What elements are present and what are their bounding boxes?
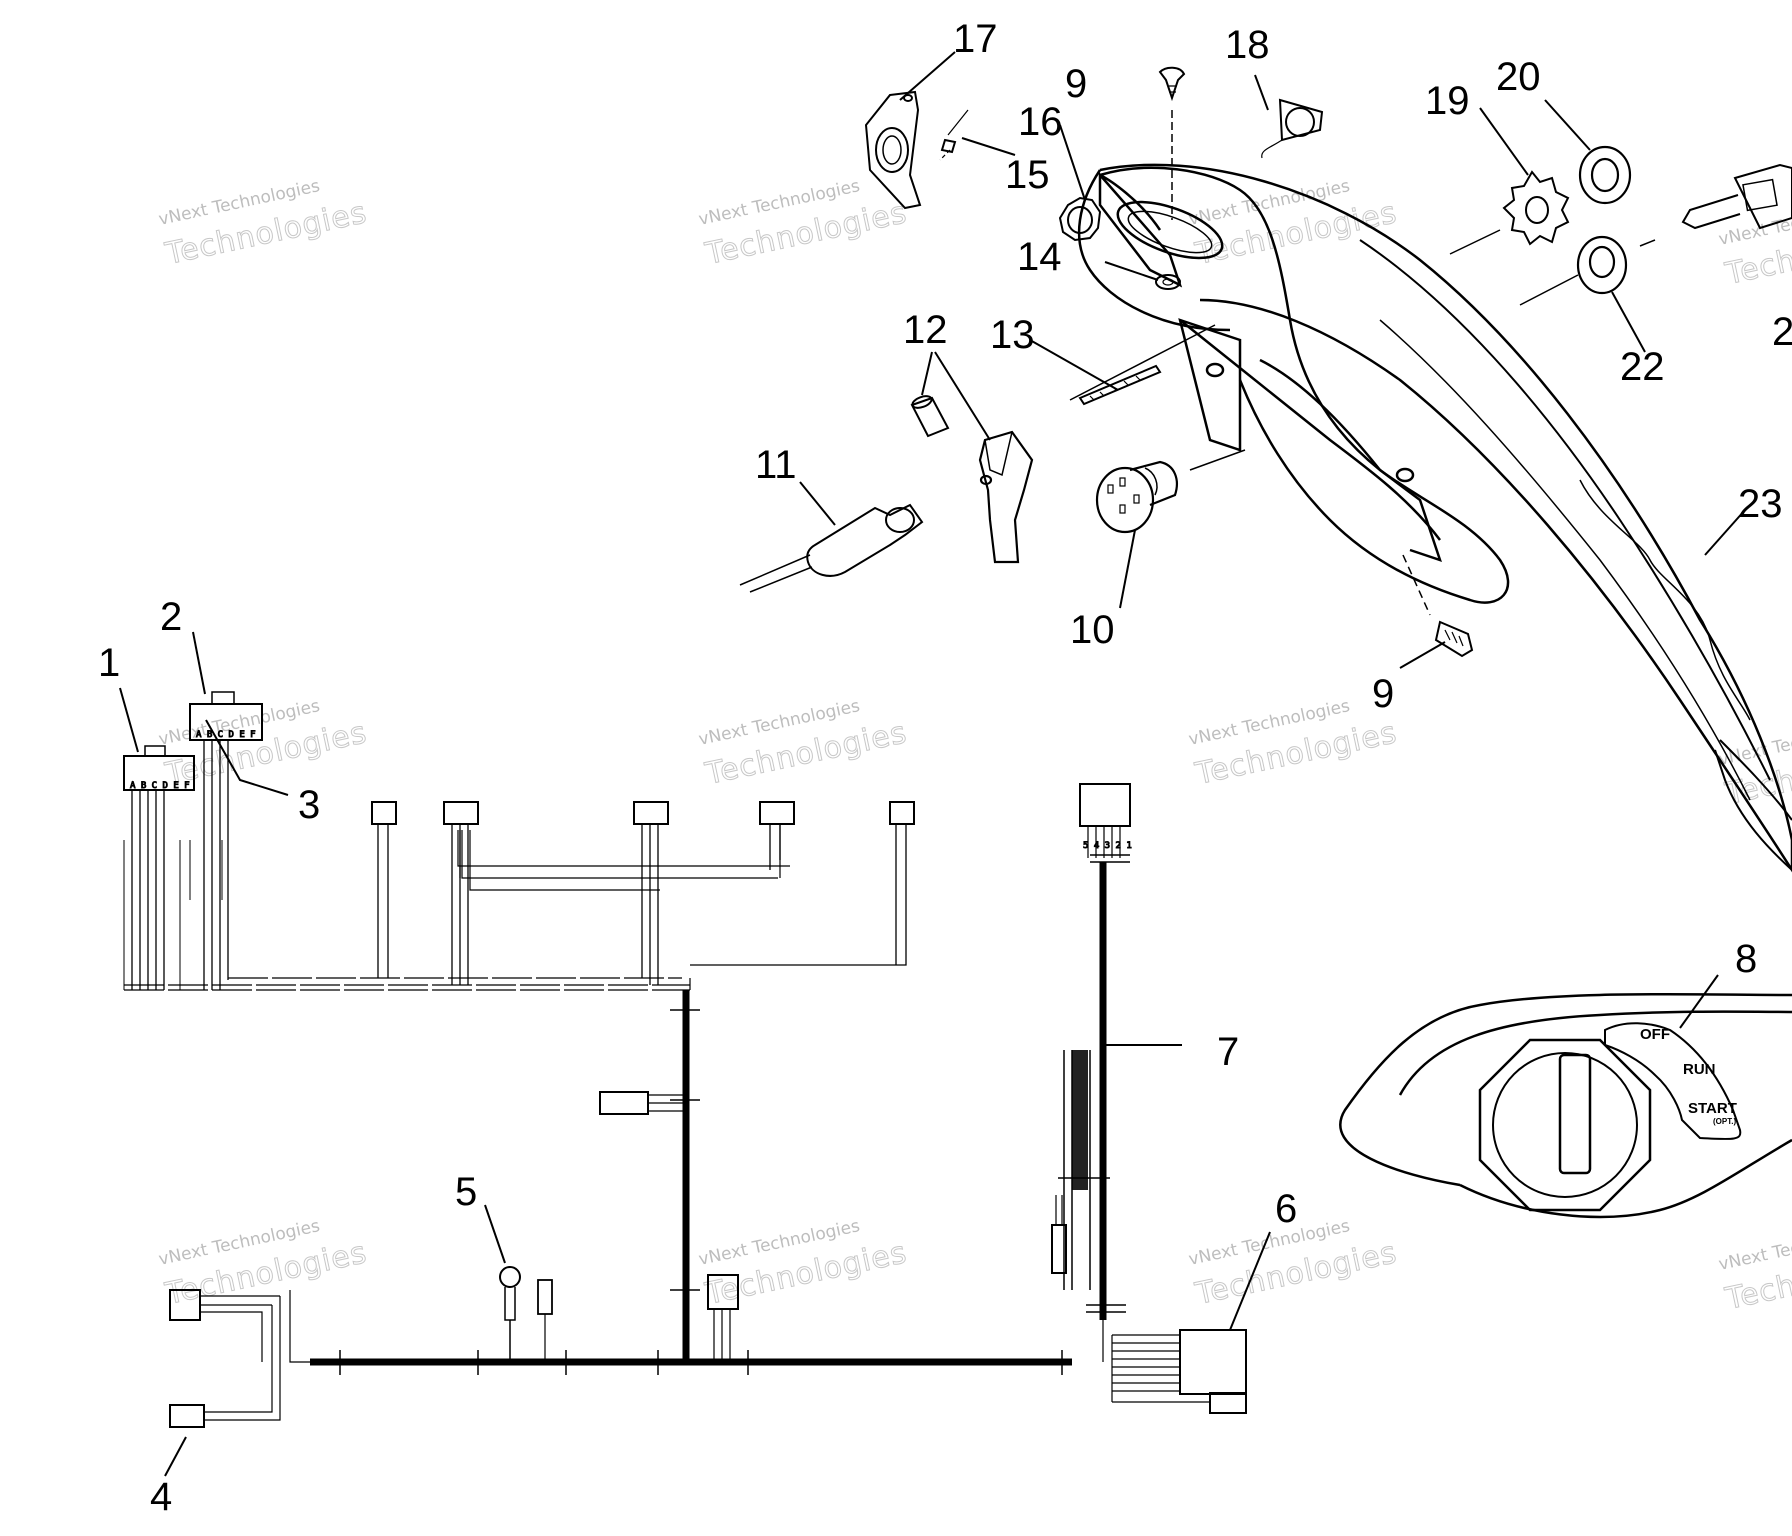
callout-9-bottom: 9 [1372,672,1394,716]
watermark: vNext Technologies Technologies [1717,196,1792,293]
connector-1-pins: A B C D E F [130,781,190,791]
connector-top [443,801,479,825]
hood-assembly [1069,163,1792,873]
callout-1: 1 [98,641,120,685]
mount-hole [1395,467,1415,483]
watermark: vNext Technologies Technologies [1187,696,1401,793]
part-20-grommet [1578,145,1632,205]
switch-knob-grip [1558,1053,1592,1175]
part-16-nut [1058,196,1102,242]
callout-8: 8 [1735,937,1757,981]
connector-bottom-mid [707,1274,739,1310]
callout-11: 11 [755,443,797,487]
switch-run-label: RUN [1683,1061,1716,1078]
console-body [1099,166,1510,604]
watermark: vNext Technologies Technologies [697,696,911,793]
part-15-clip [939,109,969,161]
switch-opt-label: (OPT.) [1713,1117,1736,1126]
part-18-bulb [1261,98,1324,159]
part-12-lever [978,430,1034,564]
callout-16: 16 [1018,100,1063,144]
connector-top [633,801,669,825]
watermark-layer: vNext Technologies Technologies vNext Te… [157,176,1792,1318]
gauge-housing [1116,200,1224,260]
connector-7-pins: 5 4 3 2 1 [1083,841,1132,851]
console-side [1179,319,1441,541]
callout-13: 13 [990,313,1035,357]
wiring-harness: A B C D E F A B C D E F [123,691,1247,1428]
watermark: vNext Technologies Technologies [697,1216,911,1313]
callout-4: 4 [150,1475,172,1519]
part-11-sensor [739,503,924,593]
watermark: vNext Technologies Technologies [157,176,371,273]
callout-9-top: 9 [1065,62,1087,106]
connector-mid [599,1091,649,1115]
leader-lines [119,51,1746,1477]
hood-front [1714,739,1792,871]
switch-off-label: OFF [1640,1026,1670,1043]
part-19-sprocket [1449,170,1570,255]
callout-17: 17 [953,17,998,61]
watermark-small-text: vNext Technologies [1717,1221,1792,1275]
callout-7: 7 [1217,1030,1239,1074]
part-5-ring-terminal [499,1266,521,1288]
part-13-strip [1078,364,1162,406]
part-9-screw-bottom [1402,554,1474,658]
callout-3: 3 [298,783,320,827]
callout-labels: 17 18 9 16 15 14 13 12 11 10 9 19 20 22 … [98,17,1792,1519]
callout-2: 2 [160,595,182,639]
connector-top [759,801,795,825]
callout-14: 14 [1017,235,1062,279]
part-22-grommet [1519,235,1656,306]
switch-knob [1492,1052,1638,1198]
switch-panel-detail: OFF RUN START (OPT.) [1339,992,1792,1219]
hood-inner-edge [1359,239,1771,781]
switch-knob-nut [1478,1038,1652,1212]
part-21-key [1681,163,1792,230]
part-10-ignition-switch [1095,460,1178,534]
lower-bracket [1178,318,1442,562]
part-12-pin [910,395,950,438]
watermark: vNext Technologies Technologies [157,696,371,793]
callout-6: 6 [1275,1187,1297,1231]
switch-panel-outline [1339,992,1792,1219]
console-lip [1077,169,1231,332]
console-fin [1098,171,1183,288]
hood-shell [1099,163,1792,873]
leader-line [1189,449,1246,471]
callout-10: 10 [1070,608,1115,652]
mount-hole [1205,362,1225,378]
hood-crease [1379,319,1751,801]
switch-start-label: START [1688,1100,1737,1117]
leader-line [1069,324,1216,401]
callout-21-partial: 2 [1772,310,1792,354]
gauge-bezel [1127,210,1213,254]
callout-15: 15 [1005,153,1050,197]
watermark-small-text: vNext Technologies [1717,196,1792,250]
callout-22: 22 [1620,345,1665,389]
callout-20: 20 [1496,55,1541,99]
callout-19: 19 [1425,79,1470,123]
callout-5: 5 [455,1170,477,1214]
part-9-screw-top [1158,66,1186,220]
connector-4b [169,1404,205,1428]
connector-top [889,801,915,825]
connector-top [371,801,397,825]
callout-23: 23 [1738,482,1783,526]
watermark: vNext Technologies Technologies [1187,176,1401,273]
part-17-bracket [864,90,922,210]
switch-indicator-track [1604,1022,1742,1140]
watermark: vNext Technologies Technologies [1717,1221,1792,1318]
callout-12: 12 [903,308,948,352]
watermark: vNext Technologies Technologies [697,176,911,273]
part-14-washer [1155,274,1181,290]
hood-crease [1579,479,1751,721]
connector-6 [1179,1329,1247,1395]
callout-18: 18 [1225,23,1270,67]
connector-7-top [1079,783,1131,827]
connector-2-pins: A B C D E F [196,730,256,740]
